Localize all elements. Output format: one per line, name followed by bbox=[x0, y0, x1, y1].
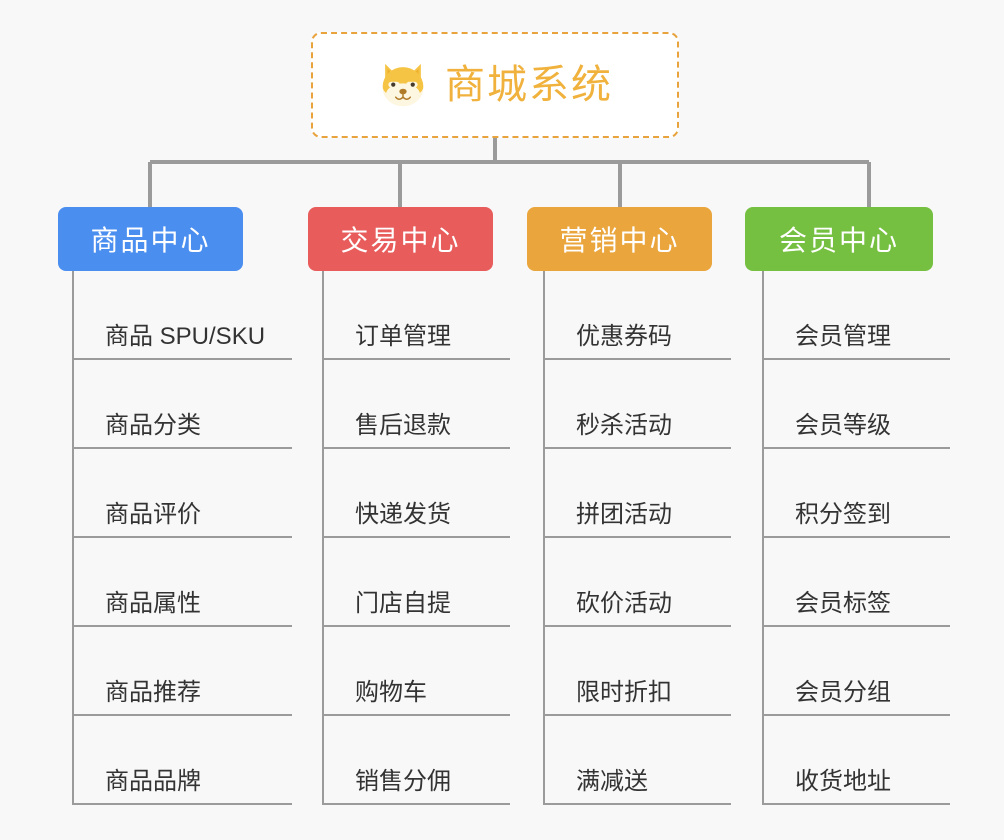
leaf-item[interactable]: 收货地址 bbox=[762, 716, 950, 805]
root-node[interactable]: 商城系统 bbox=[311, 32, 679, 138]
leaf-item[interactable]: 商品品牌 bbox=[72, 716, 292, 805]
leaf-item[interactable]: 售后退款 bbox=[322, 360, 510, 449]
leaf-item[interactable]: 优惠券码 bbox=[543, 271, 731, 360]
leaf-label: 商品评价 bbox=[105, 501, 201, 528]
branch-body-0: 商品 SPU/SKU 商品分类 商品评价 商品属性 商品推荐 商品品牌 bbox=[72, 271, 308, 805]
leaf-label: 商品分类 bbox=[105, 412, 201, 439]
branch-column-0: 商品中心 商品 SPU/SKU 商品分类 商品评价 商品属性 商品推荐 商品品牌 bbox=[58, 207, 308, 805]
branch-body-3: 会员管理 会员等级 积分签到 会员标签 会员分组 收货地址 bbox=[762, 271, 979, 805]
branch-header-3[interactable]: 会员中心 bbox=[745, 207, 933, 271]
leaf-item[interactable]: 商品推荐 bbox=[72, 627, 292, 716]
leaf-label: 商品推荐 bbox=[105, 679, 201, 706]
branch-trunk-0 bbox=[72, 271, 74, 805]
leaf-item[interactable]: 会员标签 bbox=[762, 538, 950, 627]
leaf-label: 秒杀活动 bbox=[576, 412, 672, 439]
leaf-item[interactable]: 快递发货 bbox=[322, 449, 510, 538]
leaf-item[interactable]: 限时折扣 bbox=[543, 627, 731, 716]
branch-column-2: 营销中心 优惠券码 秒杀活动 拼团活动 砍价活动 限时折扣 满减送 bbox=[527, 207, 761, 805]
leaf-item[interactable]: 商品属性 bbox=[72, 538, 292, 627]
branch-header-2[interactable]: 营销中心 bbox=[527, 207, 712, 271]
branch-header-1[interactable]: 交易中心 bbox=[308, 207, 493, 271]
leaf-label: 砍价活动 bbox=[576, 590, 672, 617]
leaf-item[interactable]: 秒杀活动 bbox=[543, 360, 731, 449]
leaf-label: 门店自提 bbox=[355, 590, 451, 617]
branch-trunk-2 bbox=[543, 271, 545, 805]
leaf-label: 优惠券码 bbox=[576, 323, 672, 350]
leaf-item[interactable]: 会员分组 bbox=[762, 627, 950, 716]
leaf-label: 商品属性 bbox=[105, 590, 201, 617]
leaf-item[interactable]: 拼团活动 bbox=[543, 449, 731, 538]
branch-header-label-0: 商品中心 bbox=[90, 225, 211, 256]
leaf-label: 收货地址 bbox=[795, 768, 891, 795]
branch-body-1: 订单管理 售后退款 快递发货 门店自提 购物车 销售分佣 bbox=[322, 271, 542, 805]
branch-header-label-2: 营销中心 bbox=[559, 225, 680, 256]
leaf-item[interactable]: 会员等级 bbox=[762, 360, 950, 449]
leaf-label: 会员分组 bbox=[795, 679, 891, 706]
leaf-item[interactable]: 销售分佣 bbox=[322, 716, 510, 805]
leaf-label: 会员管理 bbox=[795, 323, 891, 350]
leaf-item[interactable]: 会员管理 bbox=[762, 271, 950, 360]
leaf-label: 积分签到 bbox=[795, 501, 891, 528]
leaf-item[interactable]: 商品评价 bbox=[72, 449, 292, 538]
leaf-label: 购物车 bbox=[355, 679, 427, 706]
leaf-item[interactable]: 购物车 bbox=[322, 627, 510, 716]
leaf-item[interactable]: 砍价活动 bbox=[543, 538, 731, 627]
leaf-item[interactable]: 商品 SPU/SKU bbox=[72, 271, 292, 360]
leaf-label: 商品品牌 bbox=[105, 768, 201, 795]
leaf-label: 会员标签 bbox=[795, 590, 891, 617]
leaf-label: 满减送 bbox=[576, 768, 648, 795]
branch-trunk-3 bbox=[762, 271, 764, 805]
leaf-item[interactable]: 积分签到 bbox=[762, 449, 950, 538]
leaf-item[interactable]: 门店自提 bbox=[322, 538, 510, 627]
leaf-item[interactable]: 满减送 bbox=[543, 716, 731, 805]
leaf-item[interactable]: 订单管理 bbox=[322, 271, 510, 360]
leaf-label: 售后退款 bbox=[355, 412, 451, 439]
leaf-label: 订单管理 bbox=[355, 323, 451, 350]
branch-column-3: 会员中心 会员管理 会员等级 积分签到 会员标签 会员分组 收货地址 bbox=[745, 207, 979, 805]
branch-header-label-3: 会员中心 bbox=[778, 225, 899, 256]
shiba-dog-face-icon bbox=[382, 63, 424, 107]
leaf-item[interactable]: 商品分类 bbox=[72, 360, 292, 449]
branch-trunk-1 bbox=[322, 271, 324, 805]
leaf-label: 限时折扣 bbox=[576, 679, 672, 706]
branch-column-1: 交易中心 订单管理 售后退款 快递发货 门店自提 购物车 销售分佣 bbox=[308, 207, 542, 805]
branch-header-0[interactable]: 商品中心 bbox=[58, 207, 243, 271]
root-title: 商城系统 bbox=[445, 63, 613, 107]
branch-header-label-1: 交易中心 bbox=[340, 225, 461, 256]
leaf-label: 会员等级 bbox=[795, 412, 891, 439]
leaf-label: 快递发货 bbox=[355, 501, 451, 528]
leaf-label: 商品 SPU/SKU bbox=[105, 323, 266, 350]
leaf-label: 拼团活动 bbox=[576, 501, 672, 528]
branch-body-2: 优惠券码 秒杀活动 拼团活动 砍价活动 限时折扣 满减送 bbox=[543, 271, 761, 805]
leaf-label: 销售分佣 bbox=[355, 768, 451, 795]
